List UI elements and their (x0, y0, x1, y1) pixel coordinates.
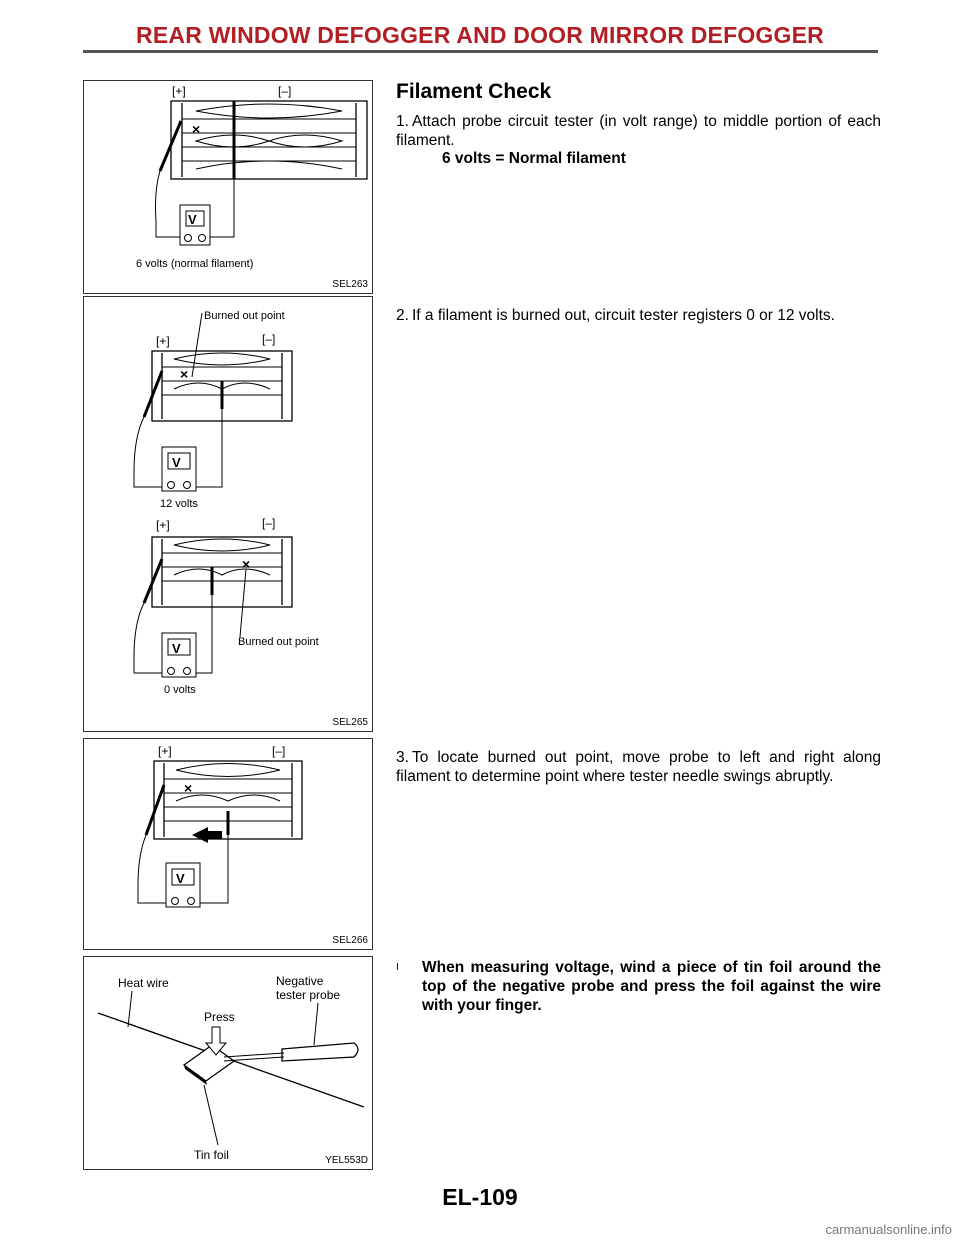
figure-code: SEL266 (332, 935, 368, 946)
filament-diagram-burned: Burned out point [+] [–] × V 12 volts [+… (133, 310, 319, 696)
heat-wire-label: Heat wire (118, 976, 169, 990)
step-1: 1.Attach probe circuit tester (in volt r… (396, 112, 881, 150)
figure-code: YEL553D (325, 1155, 368, 1166)
burned-point-label-top: Burned out point (204, 310, 285, 322)
caption-0-volts: 0 volts (164, 684, 196, 696)
plus-terminal-label: [+] (172, 84, 186, 98)
section-heading: Filament Check (396, 80, 552, 103)
figure-code: SEL265 (332, 717, 368, 728)
burned-mark-icon: × (180, 366, 188, 382)
voltmeter-label: V (172, 455, 181, 470)
press-label: Press (204, 1010, 235, 1024)
step-2: 2.If a filament is burned out, circuit t… (396, 306, 881, 325)
move-arrow-icon (192, 827, 222, 843)
minus-terminal-label: [–] (272, 744, 285, 758)
step-1-note: 6 volts = Normal filament (442, 150, 626, 167)
figure-code: SEL263 (332, 279, 368, 290)
plus-terminal-label: [+] (156, 334, 170, 348)
filament-diagram-normal: [+] [–] × V 6 volts (normal filament) (136, 84, 368, 270)
step-3: 3.To locate burned out point, move probe… (396, 748, 881, 786)
step-text: To locate burned out point, move probe t… (396, 749, 881, 785)
voltmeter-label: V (188, 212, 197, 227)
press-arrow-icon (204, 1026, 228, 1056)
tin-foil-label: Tin foil (194, 1148, 229, 1162)
figure-sel266: [+] [–] × V SEL266 (83, 738, 373, 950)
page-header-title: REAR WINDOW DEFOGGER AND DOOR MIRROR DEF… (136, 22, 824, 48)
burned-point-label-bottom: Burned out point (238, 636, 319, 648)
voltmeter (179, 204, 211, 246)
bullet-note: When measuring voltage, wind a piece of … (422, 959, 881, 1014)
diagram-caption: 6 volts (normal filament) (136, 258, 253, 270)
glass-frame (170, 100, 368, 180)
step-number: 2. (396, 307, 409, 324)
plus-terminal-label: [+] (156, 518, 170, 532)
tin-foil-probe-diagram: Heat wire Negative tester probe Press Ti… (97, 974, 365, 1162)
step-number: 3. (396, 749, 409, 766)
step-text: If a filament is burned out, circuit tes… (412, 307, 835, 324)
minus-terminal-label: [–] (278, 84, 291, 98)
watermark: carmanualsonline.info (825, 1222, 952, 1237)
plus-terminal-label: [+] (158, 744, 172, 758)
figure-sel265: Burned out point [+] [–] × V 12 volts [+… (83, 296, 373, 732)
burned-mark-icon: × (242, 556, 250, 572)
figure-sel263: [+] [–] × V 6 volts (normal filament) SE… (83, 80, 373, 294)
bullet-mark-icon: I (396, 962, 399, 973)
page-number: EL-109 (442, 1184, 518, 1210)
burned-mark-icon: × (184, 780, 192, 796)
caption-12-volts: 12 volts (160, 498, 198, 510)
voltmeter-label: V (176, 871, 185, 886)
tin-foil-icon (182, 1044, 236, 1082)
burned-mark-icon: × (192, 121, 200, 137)
step-number: 1. (396, 113, 409, 130)
minus-terminal-label: [–] (262, 516, 275, 530)
voltmeter-label: V (172, 641, 181, 656)
figure-yel553d: Heat wire Negative tester probe Press Ti… (83, 956, 373, 1170)
probe-handle (281, 1042, 359, 1062)
negative-probe-label-2: tester probe (276, 988, 340, 1002)
filament-diagram-locate: [+] [–] × V (137, 744, 303, 908)
minus-terminal-label: [–] (262, 332, 275, 346)
header-rule (83, 50, 878, 53)
step-text: Attach probe circuit tester (in volt ran… (396, 113, 881, 149)
negative-probe-label-1: Negative (276, 974, 324, 988)
